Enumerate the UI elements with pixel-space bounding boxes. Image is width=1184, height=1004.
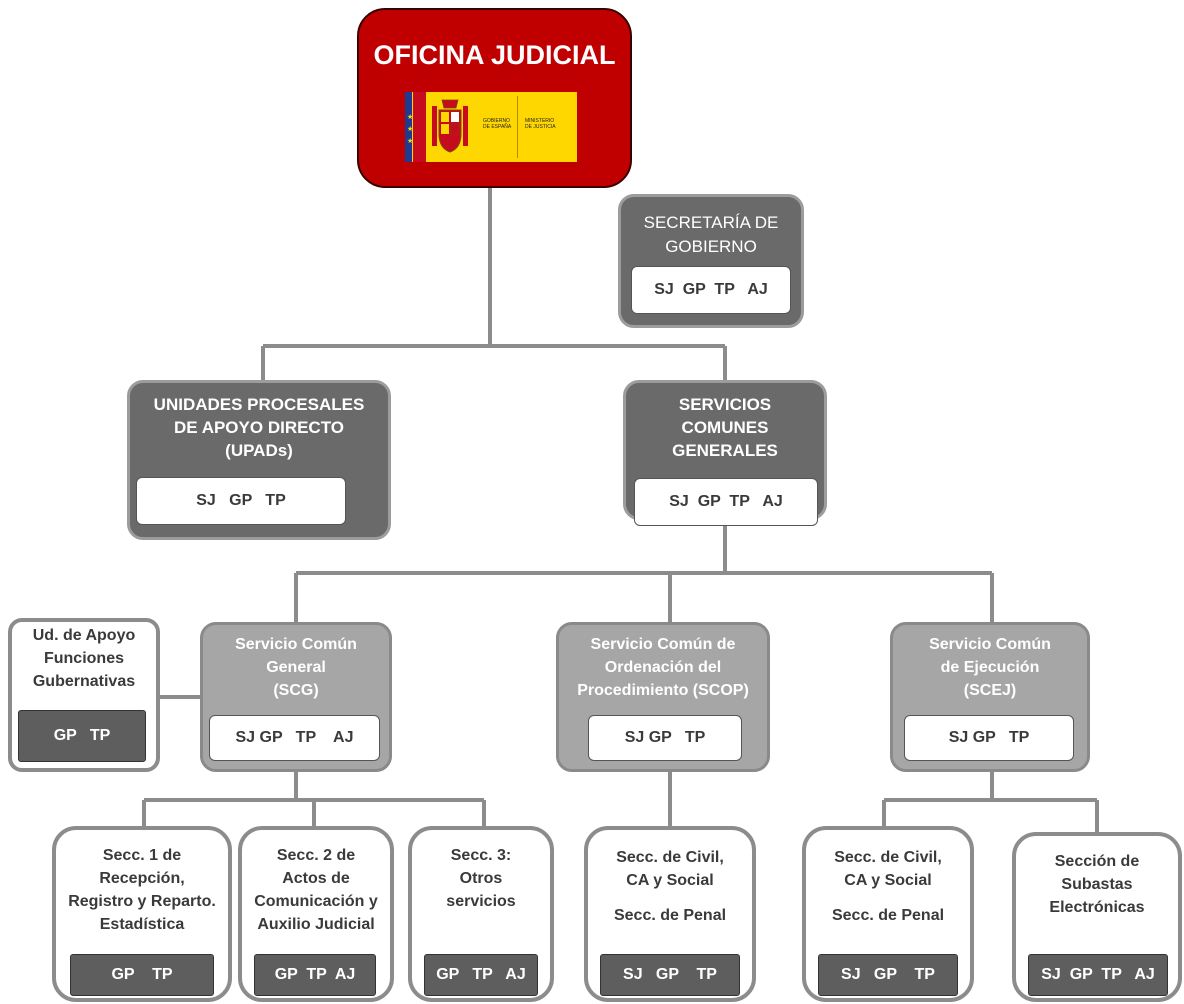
upads-staff-box: SJ GP TP [136,477,346,525]
scg-title: Servicio Común General (SCG) [203,633,389,702]
servicios-title-line-2: COMUNES [681,418,769,437]
upads-box: UNIDADES PROCESALES DE APOYO DIRECTO (UP… [127,380,391,540]
upads-title-line-2: DE APOYO DIRECTO [173,418,345,437]
scej-title-line-2: de Ejecución [940,659,1040,676]
scop-secc-penal: Secc. de Penal [613,907,727,924]
secc3-title: Secc. 3: Otros servicios [412,844,550,913]
scop-secc-title-line-1: Secc. de Civil, [616,849,724,866]
logo-text-gobierno: GOBIERNO [483,118,510,124]
secc1-box: Secc. 1 de Recepción, Registro y Reparto… [52,826,232,1002]
servicios-title: SERVICIOS COMUNES GENERALES [626,393,824,462]
scop-box: Servicio Común de Ordenación del Procedi… [556,622,770,772]
scej-box: Servicio Común de Ejecución (SCEJ) SJ GP… [890,622,1090,772]
subastas-title: Sección de Subastas Electrónicas [1016,850,1178,919]
scop-title-line-1: Servicio Común de [590,636,736,653]
coat-of-arms-icon [432,99,468,153]
secretaria-gobierno-title: SECRETARÍA DE GOBIERNO [621,211,801,259]
secc1-title: Secc. 1 de Recepción, Registro y Reparto… [56,844,228,936]
scej-staff-box: SJ GP TP [904,715,1074,761]
oficina-judicial-title: OFICINA JUDICIAL [373,40,616,70]
secc3-box: Secc. 3: Otros servicios GP TP AJ [408,826,554,1002]
scop-title-line-3: Procedimiento (SCOP) [577,682,749,699]
scg-title-line-3: (SCG) [273,682,319,699]
scej-secc-staff-box: SJ GP TP [818,954,958,996]
scej-secciones-box: Secc. de Civil, CA y Social Secc. de Pen… [802,826,974,1002]
scg-box: Servicio Común General (SCG) SJ GP TP AJ [200,622,392,772]
scej-title: Servicio Común de Ejecución (SCEJ) [893,633,1087,702]
subastas-box: Sección de Subastas Electrónicas SJ GP T… [1012,832,1182,1002]
secc2-title-line-2: Actos de [282,870,350,887]
oficina-judicial-box: OFICINA JUDICIAL ★★★ GOBIERNO DE ESPAÑA … [357,8,632,188]
gobierno-espana-logo: ★★★ GOBIERNO DE ESPAÑA MINISTERIO DE JUS… [405,92,577,162]
ud-apoyo-title: Ud. de Apoyo Funciones Gubernativas [12,624,156,693]
subastas-title-line-3: Electrónicas [1049,899,1145,916]
secc1-staff-box: GP TP [70,954,214,996]
scop-title: Servicio Común de Ordenación del Procedi… [559,633,767,702]
secc3-title-line-1: Secc. 3: [450,847,512,864]
secc1-title-line-1: Secc. 1 de [102,847,182,864]
apoyo-title-line-1: Ud. de Apoyo [32,627,136,644]
scg-title-line-1: Servicio Común [235,636,357,653]
subastas-title-line-2: Subastas [1061,876,1133,893]
scej-secc-title: Secc. de Civil, CA y Social [806,846,970,892]
logo-text-ministerio: MINISTERIO [525,118,555,124]
servicios-comunes-generales-box: SERVICIOS COMUNES GENERALES SJ GP TP AJ [623,380,827,526]
secc1-title-line-3: Registro y Reparto. [68,893,216,910]
secc2-title-line-3: Comunicación y [254,893,378,910]
upads-title-line-1: UNIDADES PROCESALES [153,395,365,414]
secretaria-staff-box: SJ GP TP AJ [631,266,791,314]
logo-text-justicia: DE JUSTICIA [525,124,556,130]
secc2-staff-box: GP TP AJ [254,954,376,996]
secc2-title: Secc. 2 de Actos de Comunicación y Auxil… [242,844,390,936]
secretaria-title-line-1: SECRETARÍA DE [643,213,779,232]
secretaria-title-line-2: GOBIERNO [665,237,757,256]
secc3-title-line-2: Otros [459,870,503,887]
scg-staff-box: SJ GP TP AJ [209,715,380,761]
servicios-staff-box: SJ GP TP AJ [634,478,818,526]
subastas-title-line-1: Sección de [1054,853,1140,870]
secc2-box: Secc. 2 de Actos de Comunicación y Auxil… [238,826,394,1002]
secc1-title-line-2: Recepción, [99,870,185,887]
secc3-staff-box: GP TP AJ [424,954,538,996]
upads-title-line-3: (UPADs) [225,441,293,460]
scej-secc-penal: Secc. de Penal [831,907,945,924]
scej-title-line-3: (SCEJ) [963,682,1017,699]
apoyo-title-line-2: Funciones [43,650,124,667]
secc1-title-line-4: Estadística [99,916,185,933]
secc3-title-line-3: servicios [446,893,516,910]
scop-secc-staff-box: SJ GP TP [600,954,740,996]
ud-apoyo-staff-box: GP TP [18,710,146,762]
scg-title-line-2: General [266,659,326,676]
apoyo-title-line-3: Gubernativas [32,673,136,690]
upads-title: UNIDADES PROCESALES DE APOYO DIRECTO (UP… [130,393,388,462]
servicios-title-line-1: SERVICIOS [678,395,772,414]
scop-staff-box: SJ GP TP [588,715,742,761]
scop-title-line-2: Ordenación del [604,659,722,676]
scej-secc-title-line-2: CA y Social [844,872,932,889]
secc2-title-line-4: Auxilio Judicial [257,916,375,933]
scej-title-line-1: Servicio Común [929,636,1051,653]
scop-secc-title: Secc. de Civil, CA y Social [588,846,752,892]
secretaria-gobierno-box: SECRETARÍA DE GOBIERNO SJ GP TP AJ [618,194,804,328]
secc2-title-line-1: Secc. 2 de [276,847,356,864]
scop-secc-title-line-2: CA y Social [626,872,714,889]
servicios-title-line-3: GENERALES [672,441,778,460]
scej-secc-title-line-1: Secc. de Civil, [834,849,942,866]
subastas-staff-box: SJ GP TP AJ [1028,954,1168,996]
scop-secciones-box: Secc. de Civil, CA y Social Secc. de Pen… [584,826,756,1002]
ud-apoyo-box: Ud. de Apoyo Funciones Gubernativas GP T… [8,618,160,772]
logo-text-espana: DE ESPAÑA [483,124,512,130]
